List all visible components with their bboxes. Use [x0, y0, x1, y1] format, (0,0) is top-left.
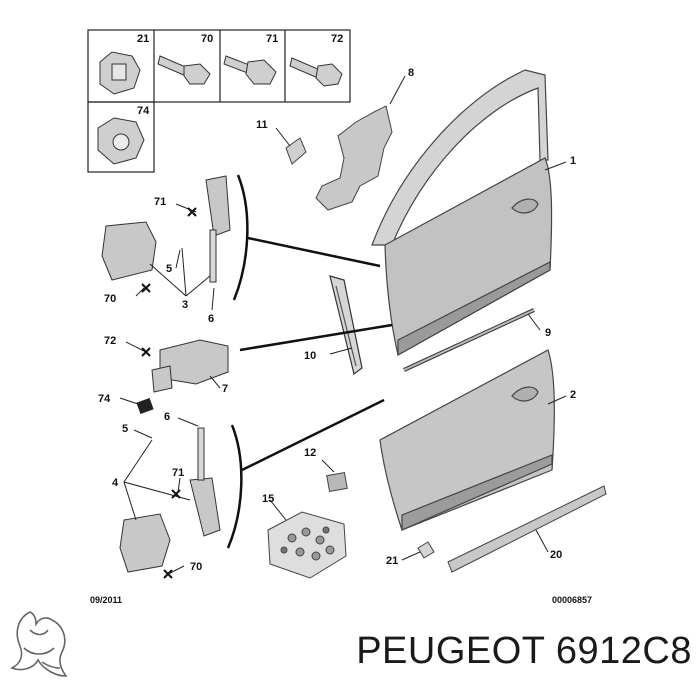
callout-72: 72	[104, 335, 116, 347]
reference-code: 00006857	[552, 595, 592, 605]
callout-6-b: 6	[164, 411, 170, 423]
callout-20: 20	[550, 549, 562, 561]
callout-71-box: 71	[266, 33, 278, 45]
pad-74	[136, 397, 154, 415]
callout-3: 3	[182, 299, 188, 311]
brand-part-number: PEUGEOT 6912C8	[356, 630, 692, 672]
mid-link-line	[239, 323, 393, 352]
callout-1: 1	[570, 155, 576, 167]
moulding-20	[447, 485, 607, 573]
screw-70	[157, 55, 211, 85]
callout-71-a: 71	[154, 196, 166, 208]
date-code: 09/2011	[90, 595, 122, 605]
callout-74-box: 74	[137, 105, 150, 117]
callout-71-b: 71	[172, 467, 184, 479]
callout-11: 11	[256, 119, 268, 131]
callout-6-a: 6	[208, 313, 214, 325]
lower-hinge	[119, 427, 221, 573]
callout-21: 21	[386, 555, 398, 567]
callout-5-b: 5	[122, 423, 128, 435]
clip-part	[99, 51, 141, 95]
bracket-8	[315, 105, 393, 211]
upper-bracket-arc	[232, 174, 249, 301]
callout-4: 4	[112, 477, 119, 489]
cross-marks	[141, 207, 197, 579]
strap-10	[329, 275, 363, 376]
callout-70-a: 70	[104, 293, 116, 305]
callout-72-box: 72	[331, 33, 343, 45]
screw-72	[289, 57, 343, 87]
pad-11	[285, 137, 307, 165]
callout-15: 15	[262, 493, 274, 505]
clip-21	[417, 541, 435, 559]
callout-21-box: 21	[137, 33, 149, 45]
upper-link-line	[247, 236, 381, 268]
callout-2: 2	[570, 389, 576, 401]
fastener-grid	[87, 29, 351, 173]
callout-10: 10	[304, 350, 316, 362]
upper-hinge	[101, 175, 231, 283]
callout-70-b: 70	[190, 561, 202, 573]
seal-9	[403, 308, 535, 372]
door-panel-2	[379, 349, 555, 531]
pad-12	[326, 471, 348, 493]
callout-5-a: 5	[166, 263, 172, 275]
callout-74: 74	[98, 393, 111, 405]
callout-70-box: 70	[201, 33, 213, 45]
peugeot-lion-logo	[10, 611, 68, 677]
lower-bracket-arc	[226, 424, 243, 549]
callout-8: 8	[408, 67, 414, 79]
kit-15	[267, 511, 347, 579]
lower-link-line	[241, 398, 385, 472]
front-door-1	[371, 69, 553, 357]
hinge-7	[151, 339, 229, 393]
screw-71	[223, 55, 277, 85]
callout-9: 9	[545, 327, 551, 339]
callout-12: 12	[304, 447, 316, 459]
nut-74	[97, 117, 145, 165]
callout-7: 7	[222, 383, 228, 395]
